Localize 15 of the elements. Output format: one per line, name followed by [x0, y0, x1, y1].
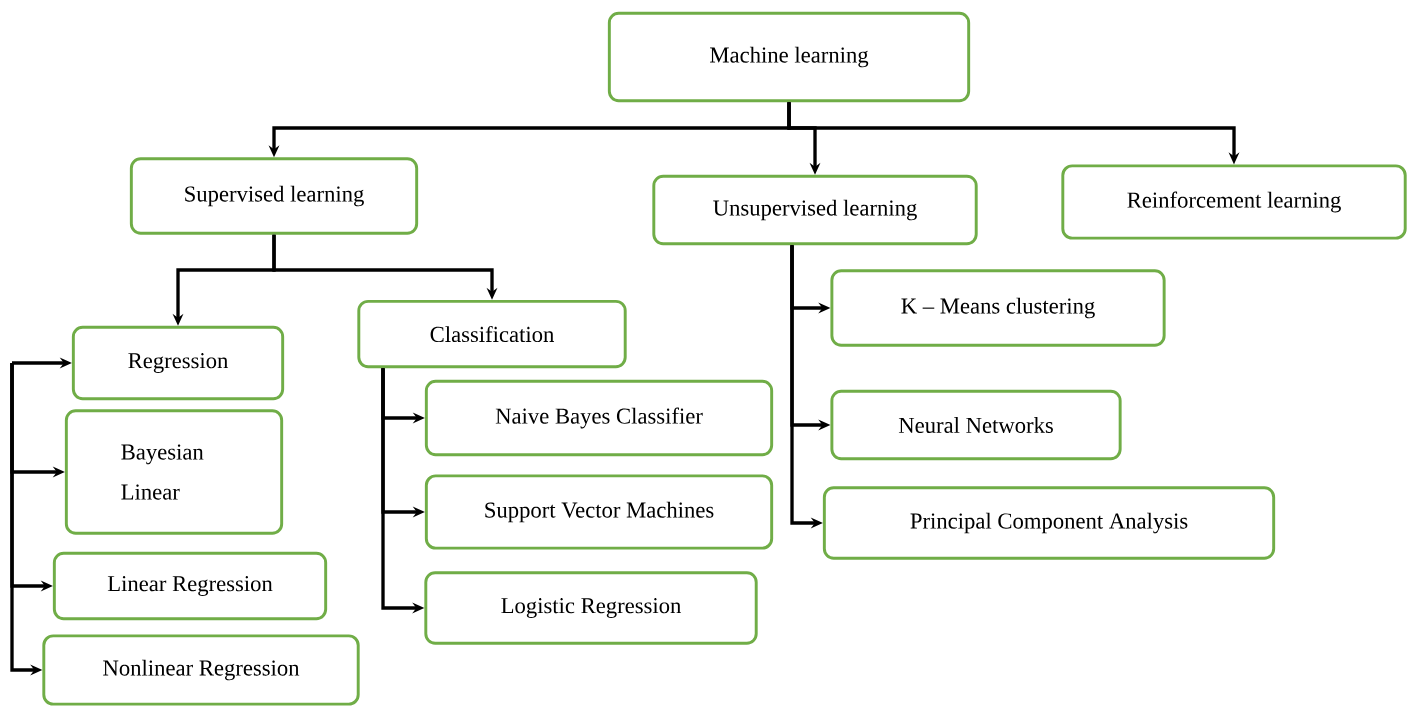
category-box: K – Means clustering — [830, 269, 1166, 347]
category-box: Bayesian Linear — [64, 409, 284, 535]
category-box: Supervised learning — [129, 157, 419, 235]
category-box: Principal Component Analysis — [822, 486, 1276, 560]
category-box: Logistic Regression — [424, 571, 758, 645]
category-box: Reinforcement learning — [1061, 164, 1407, 240]
category-box: Naive Bayes Classifier — [424, 379, 774, 457]
category-box: Regression — [71, 325, 285, 401]
category-box: Nonlinear Regression — [42, 634, 360, 706]
category-box: Support Vector Machines — [424, 474, 774, 550]
category-box: Neural Networks — [830, 389, 1122, 461]
category-box: Classification — [357, 299, 627, 369]
category-box: Machine learning — [607, 11, 971, 103]
category-box: Linear Regression — [52, 551, 328, 621]
category-box: Unsupervised learning — [652, 174, 978, 246]
